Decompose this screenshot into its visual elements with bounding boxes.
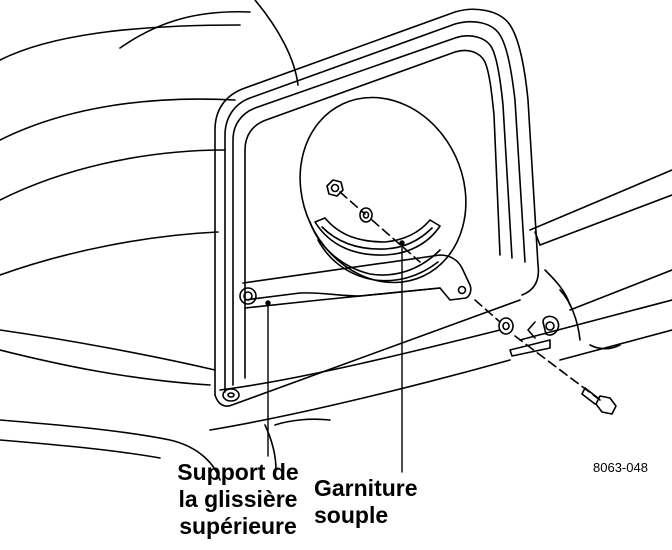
hex-bolt — [581, 387, 617, 415]
slide-bracket — [242, 254, 472, 309]
figure-number: 8063-048 — [593, 460, 648, 475]
foot-screw — [222, 388, 240, 402]
bolt-left — [239, 287, 257, 305]
callout-support-line-2: la glissière — [178, 486, 298, 512]
callout-support-line-3: supérieure — [179, 513, 297, 539]
assembly-line — [339, 191, 601, 401]
nut-washer-top — [326, 179, 373, 223]
callout-garniture-line-2: souple — [314, 502, 389, 528]
base-rail — [0, 299, 672, 481]
leader-lines — [265, 240, 405, 473]
callout-support-line-1: Support de — [177, 459, 299, 485]
bolt-right — [498, 315, 560, 357]
callout-garniture-line-1: Garniture — [314, 475, 418, 501]
right-panel — [529, 169, 672, 341]
gasket-slot — [314, 217, 441, 256]
callout-support-label: Support de la glissière supérieure — [148, 459, 328, 540]
callout-garniture-label: Garniture souple — [314, 475, 454, 529]
housing-dome — [0, 0, 299, 386]
cover-plate — [214, 8, 540, 407]
oval-window — [299, 96, 467, 284]
